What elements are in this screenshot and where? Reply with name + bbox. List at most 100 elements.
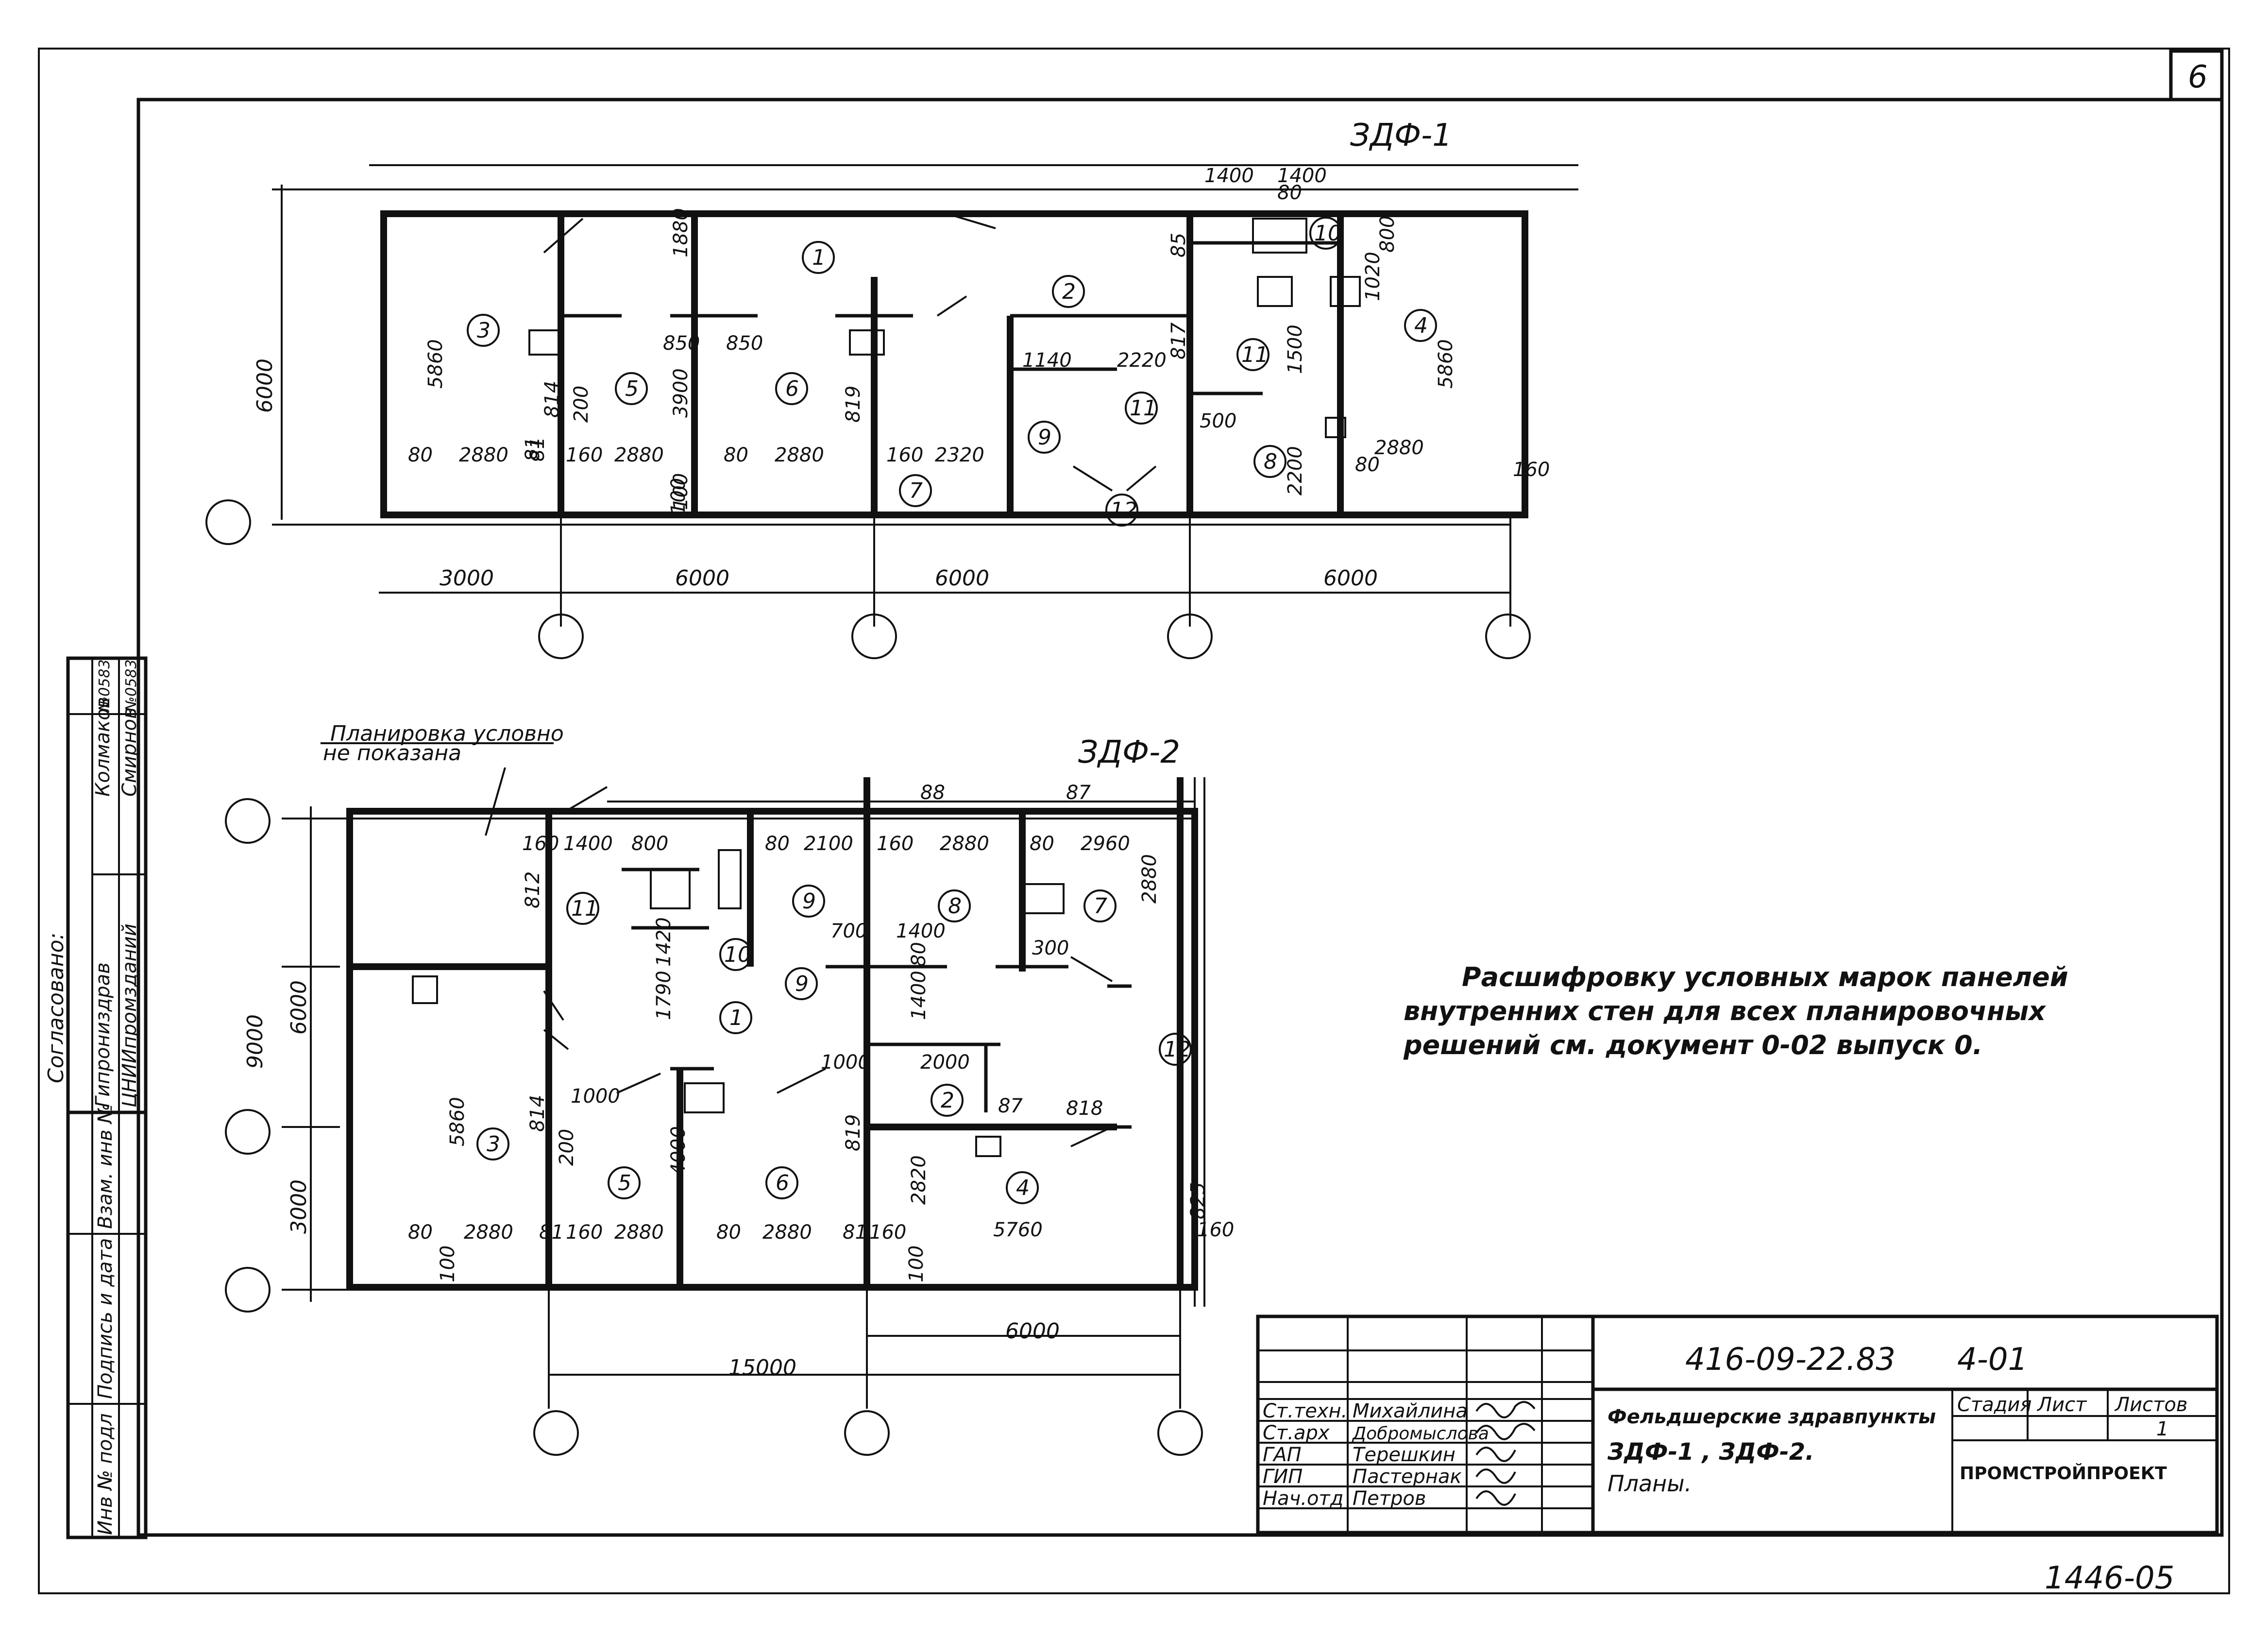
plan2-outer-walls (346, 808, 1198, 1291)
notice-block: Расшифровку условных марок панелей внутр… (1403, 962, 2068, 1060)
plan2-dim: 1000 (821, 1051, 870, 1074)
plan1-dim: 3900 (670, 368, 692, 418)
plan2-room-label: 4 (1016, 1176, 1030, 1200)
plan1-dim: 160 (886, 444, 923, 466)
plan1-dim: 80 (1277, 182, 1302, 204)
plan1-inner-dimensions: 80 2880 81 160 2880 80 2880 160 2320 80 … (408, 165, 1550, 515)
plan2-room-label: 8 (948, 894, 962, 919)
plan2-room-label: 5 (618, 1171, 631, 1195)
role-4: ГИП (1263, 1466, 1303, 1488)
plan2-dim: 80 (765, 833, 790, 855)
plan2-room-label: 7 (1094, 894, 1107, 919)
plan1-dim: 2880 (459, 444, 508, 466)
plan-zdf2: ЗДФ-2 Планировка условно не показана (225, 721, 1234, 1456)
left-strip-col-sign: Подпись и дата (94, 1238, 117, 1399)
plan2-dim: 300 (1032, 937, 1069, 959)
plan1-room-label: 2 (1062, 279, 1076, 304)
plan2-dim: 2100 (804, 833, 853, 855)
plan2-room-label: 6 (776, 1171, 789, 1195)
plan1-dim: 80 (408, 444, 433, 466)
plan1-dim: 81 (526, 437, 549, 461)
plan1-dim: 817 (1168, 322, 1190, 359)
plan2-dim: 80 (908, 942, 930, 967)
plan1-dim: 1880 (670, 208, 692, 257)
left-strip-person1: Колмаков (92, 697, 114, 797)
plan2-dim: 2000 (920, 1051, 970, 1074)
plan1-dim: 2320 (935, 444, 984, 466)
plan1-room-label: 11 (1241, 342, 1269, 367)
plan2-dim-bottom-1: 15000 (728, 1355, 796, 1380)
plan2-dim: 160 (869, 1221, 906, 1244)
name-3: Терешкин (1353, 1444, 1456, 1466)
plan1-dim-bottom-3: 6000 (935, 566, 989, 591)
plan1-dim: 1400 (1204, 165, 1254, 187)
plan2-dim: 81 (539, 1221, 564, 1244)
plan1-dim: 800 (1376, 216, 1399, 253)
plan1-room-label: 10 (1314, 221, 1341, 246)
plan1-dim: 160 (566, 444, 603, 466)
plan1-dim: 814 (541, 381, 563, 418)
plan1-dim: 1140 (1022, 349, 1072, 372)
plan1-dim: 2220 (1117, 349, 1167, 372)
plan1-dim: 2880 (775, 444, 824, 466)
plan2-room-label: 11 (571, 896, 598, 921)
plan1-dim: 2200 (1284, 446, 1306, 495)
plan2-dim: 825 (1187, 1182, 1209, 1219)
sheets-label: Листов (2114, 1394, 2187, 1416)
archive-number: 1446-05 (2045, 1560, 2174, 1596)
plan2-room-markers: 1 2 3 4 5 6 7 8 9 10 11 12 9 (476, 885, 1192, 1204)
plan2-side-dim-1: 9000 (243, 1014, 268, 1069)
plan1-dim-bottom-4: 6000 (1323, 566, 1378, 591)
organization: ПРОМСТРОЙПРОЕКТ (1960, 1463, 2167, 1484)
plan2-dim: 800 (631, 833, 668, 855)
plan2-room-label: 10 (724, 942, 751, 967)
plan1-room-label: 7 (909, 478, 923, 503)
plan2-dim: 814 (526, 1095, 549, 1132)
sheet-label: Лист (2036, 1394, 2087, 1416)
plan1-dim: 850 (663, 332, 700, 355)
plan2-room-label: 3 (487, 1132, 500, 1157)
plan1-room-label: 11 (1130, 396, 1157, 421)
plan1-dim: 850 (726, 332, 763, 355)
drawing-frame (136, 98, 2224, 1537)
plan-zdf1: ЗДФ-1 (205, 118, 1578, 659)
plan1-room-label: 8 (1264, 449, 1277, 474)
plan1-title: ЗДФ-1 (1350, 118, 1452, 154)
plan2-dim: 1400 (908, 971, 930, 1020)
plan2-dim: 818 (1066, 1097, 1103, 1120)
left-strip-col-inv: Инв № подл (94, 1413, 117, 1535)
plan2-dim: 812 (522, 871, 544, 908)
plan2-dim: 1000 (571, 1085, 620, 1108)
plan2-dim: 2820 (908, 1155, 930, 1205)
plan1-dim-bottom-1: 3000 (440, 566, 494, 591)
plan1-room-label: 4 (1414, 313, 1428, 338)
plan1-dim: 819 (842, 386, 864, 423)
plan2-dim: 2880 (762, 1221, 812, 1244)
plan2-dim: 2880 (464, 1221, 513, 1244)
name-5: Петров (1353, 1487, 1426, 1510)
plan2-dim: 2880 (1138, 854, 1161, 904)
plan1-dim: 200 (570, 386, 592, 423)
outer-trim-line (38, 48, 2230, 1594)
title-block: 416-09-22.83 4-01 Ст.техн. Ст.арх ГАП ГИ… (1256, 1314, 2219, 1535)
plan1-dim: 100 (667, 478, 690, 515)
stage-label: Стадия (1957, 1394, 2031, 1416)
plan2-room-label: 1 (729, 1006, 743, 1030)
plan1-dim: 160 (1513, 459, 1550, 481)
name-1: Михайлина (1353, 1400, 1468, 1422)
notice-line-2: внутренних стен для всех планировочных (1404, 996, 2047, 1026)
plan1-dim-bottom-2: 6000 (675, 566, 729, 591)
notice-line-3: решений см. документ 0-02 выпуск 0. (1403, 1030, 1982, 1060)
plan1-dim: 80 (724, 444, 748, 466)
plan1-dim: 80 (1355, 454, 1380, 476)
sheets-value: 1 (2156, 1418, 2168, 1440)
left-strip-num2: №0583 (123, 659, 140, 713)
plan2-dim: 87 (1066, 782, 1091, 804)
plan2-dim: 80 (716, 1221, 741, 1244)
plan2-room-label: 9 (795, 972, 809, 996)
plan2-dim: 5860 (446, 1097, 469, 1146)
plan1-dim: 1500 (1284, 324, 1306, 374)
plan1-room-label: 6 (785, 376, 799, 401)
plan2-dim: 160 (877, 833, 914, 855)
